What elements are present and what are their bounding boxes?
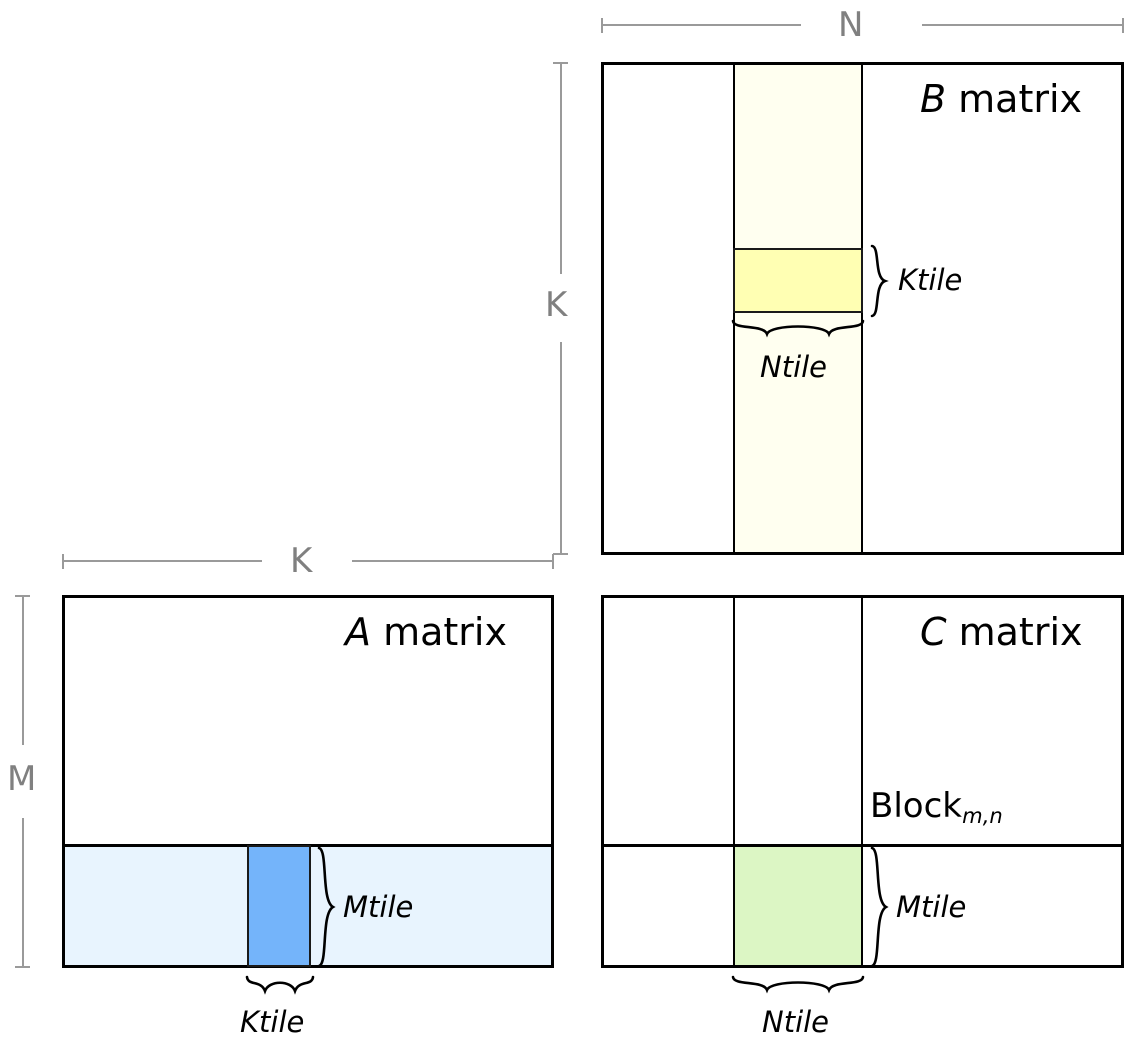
dimension-label-m: M [7, 759, 37, 799]
dimension-line-m-top [22, 595, 24, 745]
matrix-c-divider-row [601, 844, 1124, 847]
label-c-mtile: Mtile [896, 890, 967, 924]
dimension-line-n-right [922, 24, 1124, 26]
brace-c-mtile [870, 846, 889, 968]
matrix-b-word: matrix [946, 77, 1083, 121]
brace-b-ntile [731, 319, 865, 338]
block-label-base: Block [870, 786, 962, 826]
label-b-ntile: Ntile [760, 350, 828, 384]
matrix-a-ktile-tile [247, 845, 311, 967]
dimension-cap-m-bottom [15, 966, 30, 968]
label-a-ktile: Ktile [240, 1005, 305, 1039]
dimension-label-k-horizontal: K [290, 541, 313, 581]
matrix-a-label: A matrix [345, 613, 507, 651]
dimension-label-n: N [838, 5, 864, 45]
matrix-c-block-tile [735, 847, 861, 965]
dimension-line-m-bottom [22, 818, 24, 968]
dimension-cap-kh-right [552, 554, 554, 569]
matrix-c-divider-left-lower [733, 847, 735, 965]
brace-a-mtile [317, 846, 336, 968]
matrix-c-block-label: Blockm,n [870, 786, 1003, 826]
brace-a-ktile [245, 975, 315, 995]
matrix-c-word: matrix [946, 610, 1083, 654]
dimension-line-kh-right [352, 560, 554, 562]
matrix-a-symbol: A [345, 610, 371, 654]
dimension-line-kv-bottom [560, 342, 562, 554]
matrix-c-symbol: C [920, 610, 947, 654]
matrix-c-divider-right-lower [861, 847, 863, 965]
label-c-ntile: Ntile [762, 1005, 830, 1039]
dimension-cap-kv-bottom [553, 553, 568, 555]
brace-c-ntile [731, 975, 865, 994]
matrix-c-divider-right-upper [861, 598, 863, 844]
matrix-b-ktile-tile [733, 248, 863, 313]
block-label-subscript: m,n [962, 803, 1003, 829]
dimension-line-kh-left [62, 560, 262, 562]
label-b-ktile: Ktile [898, 263, 963, 297]
dimension-cap-n-right [1122, 18, 1124, 33]
label-a-mtile: Mtile [343, 890, 414, 924]
matrix-c-label: C matrix [920, 613, 1083, 651]
matrix-b-label: B matrix [920, 80, 1082, 118]
brace-b-ktile [870, 244, 889, 318]
matrix-a-word: matrix [371, 610, 507, 654]
matrix-b-symbol: B [920, 77, 947, 121]
matrix-c-divider-left-upper [733, 598, 735, 844]
dimension-line-kv-top [560, 62, 562, 274]
dimension-label-k-vertical: K [545, 285, 568, 325]
dimension-line-n-left [601, 24, 801, 26]
